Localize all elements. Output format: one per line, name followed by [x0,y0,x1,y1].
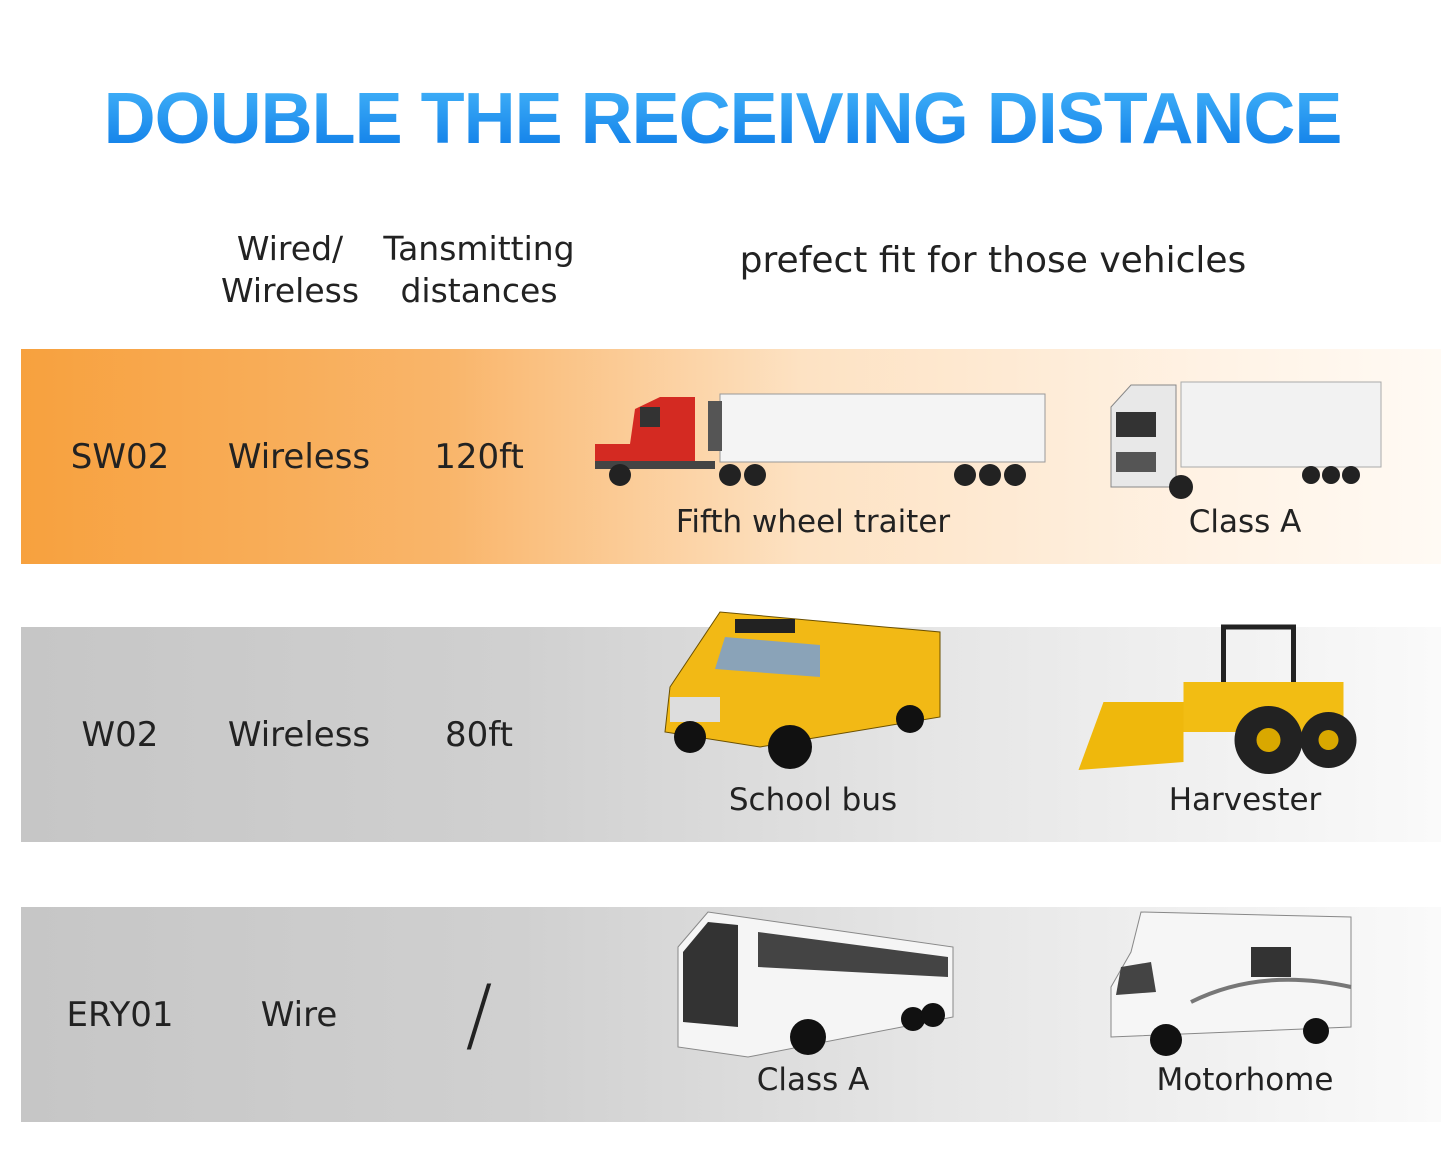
distance-cell: / [465,968,493,1061]
table-row: SW02 Wireless 120ft Fifth wheel traiter … [21,349,1441,564]
distance-cell: 120ft [434,436,524,477]
header-line: Wired/ [236,229,344,268]
header-wired-wireless: Wired/ Wireless [221,228,359,312]
fifth-wheel-trailer-image [590,389,1050,494]
header-line: Wireless [220,271,360,310]
vehicle-label: Class A [1188,504,1302,540]
harvester-image [1074,622,1359,777]
vehicle-label: School bus [728,782,898,818]
vehicle-label: Fifth wheel traiter [675,504,951,540]
page-title: DOUBLE THE RECEIVING DISTANCE [0,78,1445,160]
type-cell: Wire [260,994,338,1035]
model-cell: SW02 [70,436,170,477]
model-cell: ERY01 [66,994,174,1035]
header-line: distances [400,271,558,310]
school-bus-image [650,607,950,782]
header-distance: Tansmitting distances [383,228,574,312]
header-vehicles: prefect fit for those vehicles [739,240,1247,281]
header-line: Tansmitting [383,229,575,268]
class-a-bus-image [668,907,958,1062]
model-cell: W02 [81,714,159,755]
table-row: W02 Wireless 80ft School bus Harvester [21,611,1441,842]
vehicle-label: Motorhome [1156,1062,1334,1098]
type-cell: Wireless [227,714,371,755]
motorhome-image [1101,907,1361,1062]
class-a-truck-image [1106,377,1386,502]
vehicle-label: Class A [756,1062,870,1098]
table-row: ERY01 Wire / Class A Motorhome [21,907,1441,1122]
vehicle-label: Harvester [1168,782,1322,818]
distance-cell: 80ft [445,714,513,755]
type-cell: Wireless [227,436,371,477]
